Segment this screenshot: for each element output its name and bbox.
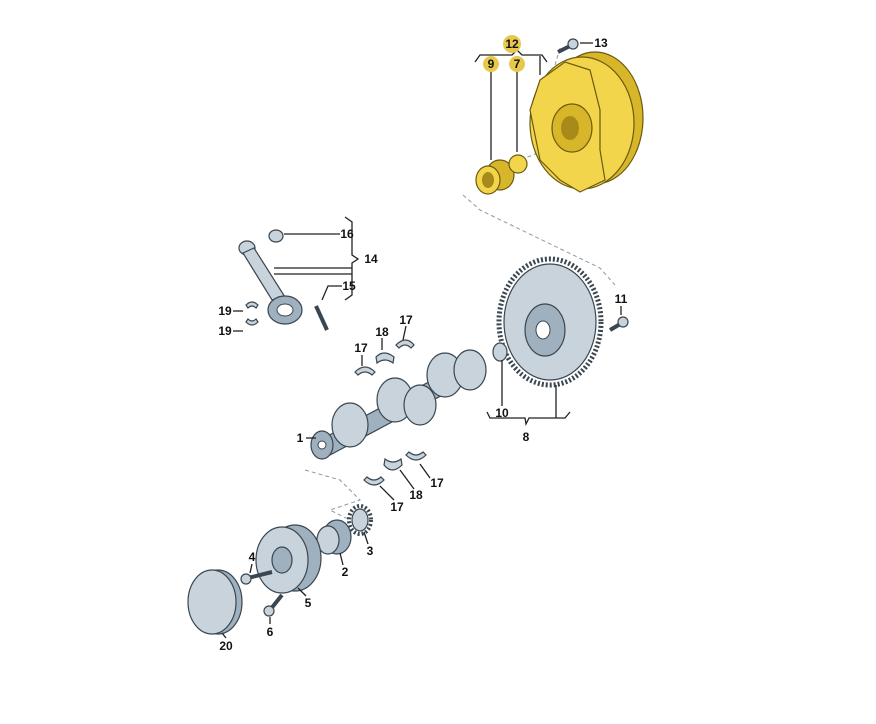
cover-cap-20[interactable]: [187, 569, 243, 635]
part-label-19[interactable]: 19: [218, 304, 232, 318]
dual-mass-flywheel[interactable]: [529, 51, 644, 193]
part-label-12[interactable]: 12: [505, 37, 519, 51]
part-label-17[interactable]: 17: [354, 341, 368, 355]
highlight-badge-9: [483, 56, 499, 72]
part-label-18[interactable]: 18: [375, 325, 389, 339]
part-label-17[interactable]: 17: [390, 500, 404, 514]
part-label-4[interactable]: 4: [249, 550, 256, 564]
bolt-13[interactable]: [557, 38, 579, 54]
crankshaft[interactable]: [310, 349, 487, 460]
pulley-5[interactable]: [255, 524, 322, 594]
connecting-rod[interactable]: [238, 229, 329, 331]
part-label-15[interactable]: 15: [342, 279, 356, 293]
part-label-3[interactable]: 3: [367, 544, 374, 558]
part-label-9[interactable]: 9: [488, 57, 495, 71]
part-label-11[interactable]: 11: [615, 292, 628, 306]
part-label-7[interactable]: 7: [514, 57, 521, 71]
highlight-badge-12: [503, 35, 521, 53]
part-label-18[interactable]: 18: [409, 488, 423, 502]
part-label-20[interactable]: 20: [219, 639, 233, 653]
bearing-cap[interactable]: [508, 154, 528, 174]
part-label-8[interactable]: 8: [523, 430, 530, 444]
part-label-13[interactable]: 13: [594, 36, 608, 50]
bolt-11[interactable]: [608, 316, 629, 332]
part-label-6[interactable]: 6: [267, 625, 274, 639]
hub-2[interactable]: [316, 519, 352, 555]
bolt-4[interactable]: [240, 570, 273, 585]
sprocket-3[interactable]: [347, 504, 373, 536]
part-label-14[interactable]: 14: [364, 252, 378, 266]
part-label-2[interactable]: 2: [342, 565, 349, 579]
part-label-1[interactable]: 1: [297, 431, 304, 445]
leader-lines: [221, 42, 622, 639]
highlight-badge-7: [509, 56, 525, 72]
part-label-16[interactable]: 16: [340, 227, 354, 241]
part-label-5[interactable]: 5: [305, 596, 312, 610]
part-label-19[interactable]: 19: [218, 324, 232, 338]
thrust-washers[interactable]: [354, 339, 427, 486]
bearing-10[interactable]: [492, 342, 508, 362]
flywheel[interactable]: [496, 256, 604, 388]
part-label-17[interactable]: 17: [430, 476, 444, 490]
bolt-6[interactable]: [263, 593, 284, 617]
needle-bearing[interactable]: [475, 159, 515, 195]
part-label-17[interactable]: 17: [399, 313, 413, 327]
part-label-10[interactable]: 10: [495, 406, 509, 420]
